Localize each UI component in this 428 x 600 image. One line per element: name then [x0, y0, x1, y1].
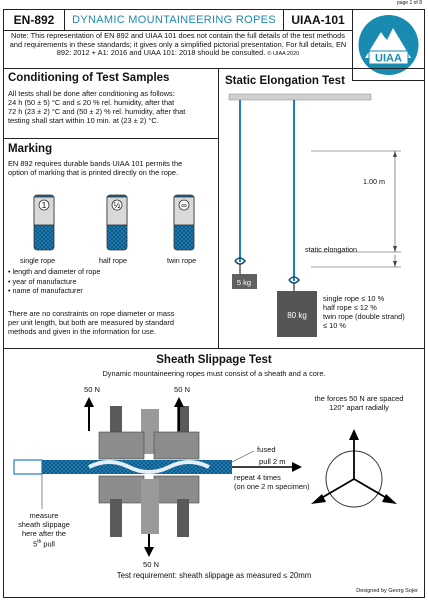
forces-note: the forces 50 N are spaced 120° apart ra… [309, 394, 409, 412]
measure-line: here after the [22, 529, 66, 538]
marking-intro: EN 892 requires durable bands UIAA 101 p… [8, 159, 182, 177]
single-rope-illustration: 1 [33, 194, 55, 251]
page-number: page 1 of 8 [396, 0, 422, 6]
forces-note-line: the forces 50 N are spaced [314, 394, 404, 403]
twin-rope-symbol: ∞ [181, 201, 187, 210]
single-rope-label: single rope [20, 256, 56, 265]
sheath-slippage-title: Sheath Slippage Test [156, 354, 272, 366]
half-rope-symbol: ½ [114, 201, 121, 210]
conditioning-title: Conditioning of Test Samples [8, 72, 170, 84]
test-requirement: Test requirement: sheath slippage as mea… [116, 571, 312, 580]
marking-panel: Marking EN 892 requires durable bands UI… [3, 138, 219, 349]
knot-long [288, 276, 301, 284]
fused-label: fused [257, 445, 276, 454]
sheath-slippage-subtitle: Dynamic mountaineering ropes must consis… [102, 369, 326, 378]
marking-bullet: length and diameter of rope [8, 267, 101, 277]
marking-title: Marking [8, 143, 53, 155]
static-elongation-title: Static Elongation Test [225, 75, 345, 87]
disclaimer-note: Note: This representation of EN 892 and … [3, 30, 353, 69]
document-title: DYNAMIC MOUNTAINEERING ROPES [64, 9, 284, 31]
sheath-slippage-panel: Sheath Slippage Test Dynamic mountaineer… [3, 348, 425, 598]
repeat-note: repeat 4 times (on one 2 m specimen) [234, 473, 310, 491]
logo-text: UIAA [375, 53, 402, 65]
measure-line: sheath slippage [18, 520, 70, 529]
half-rope-label: half rope [99, 256, 127, 265]
twin-rope-label: twin rope [167, 256, 197, 265]
elongation-requirements: single rope ≤ 10 % half rope ≤ 12 % twin… [323, 294, 405, 330]
static-elongation-panel: Static Elongation Test 5 kg 80 kg 1.00 m… [218, 68, 425, 349]
conditioning-line: 24 h (50 ± 5) °C and ≤ 20 % rel. humidit… [8, 98, 175, 107]
rope-core-end [13, 459, 43, 475]
repeat-line: (on one 2 m specimen) [234, 482, 310, 491]
elongation-label: static elongation [305, 245, 357, 254]
rope-marking-illustrations: 1 ½ ∞ [33, 194, 195, 251]
marking-bullet: year of manufacture [8, 277, 100, 287]
length-label: 1.00 m [363, 177, 385, 186]
marking-closing-line: per unit length, but both are measured b… [8, 318, 174, 327]
marking-intro-line: EN 892 requires durable bands UIAA 101 p… [8, 159, 183, 168]
conditioning-line: testing shall start within 10 min. at (2… [8, 116, 159, 125]
static-elongation-diagram: 5 kg 80 kg [228, 93, 401, 337]
requirement-line: half rope ≤ 12 % [323, 303, 377, 312]
marking-bullet: name of manufacturer [8, 286, 100, 296]
ceiling-bar [228, 93, 372, 101]
repeat-line: repeat 4 times [234, 473, 281, 482]
single-rope-symbol: 1 [42, 201, 47, 210]
measure-note: measure sheath slippage here after the 5… [14, 511, 74, 548]
conditioning-line: All tests shall be done after conditioni… [8, 89, 175, 98]
force-label-top-right: 50 N [174, 385, 191, 394]
marking-intro-line: option of marking that is printed direct… [8, 168, 179, 177]
note-text: Note: This representation of EN 892 and … [9, 31, 347, 58]
marking-bullets: length and diameter of rope year of manu… [8, 267, 101, 296]
force-label-bottom: 50 N [143, 560, 160, 569]
conditioning-text: All tests shall be done after conditioni… [8, 89, 185, 125]
standard-uiaa-label: UIAA-101 [283, 9, 353, 31]
requirement-line: ≤ 10 % [323, 321, 346, 330]
requirement-line: twin rope (double strand) [323, 312, 405, 321]
marking-closing: There are no constraints on rope diamete… [8, 309, 174, 336]
large-weight-label: 80 kg [287, 311, 307, 320]
designer-credit: Designed by Georg Sojer [356, 588, 418, 594]
weight-5kg [232, 274, 257, 289]
measure-line: 5th pull [33, 539, 55, 549]
forces-note-line: 120° apart radially [329, 403, 389, 412]
sheath-slippage-diagram [13, 397, 397, 557]
uiaa-logo: UIAA [352, 9, 425, 81]
half-rope-illustration: ½ [106, 194, 128, 251]
twin-rope-illustration: ∞ [173, 194, 195, 251]
small-weight-label: 5 kg [237, 278, 251, 287]
conditioning-line: 72 h (23 ± 2) °C and (50 ± 2) % rel. hum… [8, 107, 186, 116]
conditioning-panel: Conditioning of Test Samples All tests s… [3, 68, 219, 139]
marking-closing-line: methods and given in the information for… [8, 327, 156, 336]
copyright: © UIAA 2020 [267, 51, 300, 58]
knot-short [234, 257, 247, 265]
standard-en-label: EN-892 [3, 9, 65, 31]
pull-label: pull 2 m [259, 457, 286, 466]
weight-80kg [277, 291, 317, 337]
marking-closing-line: There are no constraints on rope diamete… [8, 309, 175, 318]
force-label-top-left: 50 N [84, 385, 101, 394]
requirement-line: single rope ≤ 10 % [323, 294, 385, 303]
measure-line: measure [29, 511, 59, 520]
